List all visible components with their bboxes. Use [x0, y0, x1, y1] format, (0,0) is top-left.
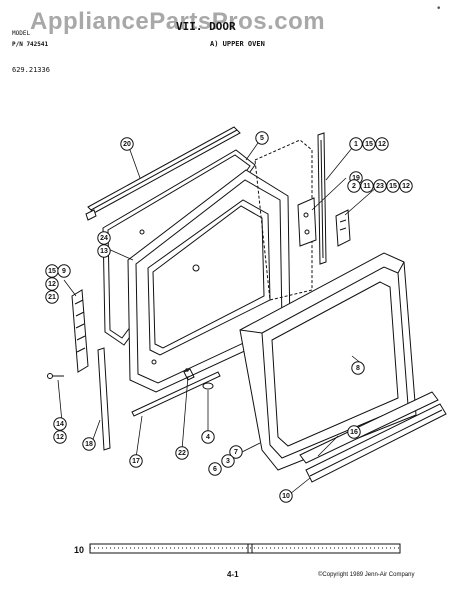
svg-text:14: 14: [56, 421, 64, 428]
latch-bracket: [335, 209, 351, 247]
svg-text:15: 15: [389, 183, 397, 190]
callout-7: 7: [229, 445, 243, 459]
svg-text:9: 9: [62, 268, 66, 275]
callout-14: 14: [53, 417, 67, 431]
callout-2: 2: [347, 179, 361, 193]
svg-text:12: 12: [56, 434, 64, 441]
callout-12: 12: [375, 137, 389, 151]
svg-text:10: 10: [282, 493, 290, 500]
svg-text:1: 1: [354, 141, 358, 148]
callout-12: 12: [45, 277, 59, 291]
svg-text:24: 24: [100, 235, 108, 242]
svg-text:12: 12: [378, 141, 386, 148]
copyright: ©Copyright 1989 Jenn-Air Company: [318, 572, 415, 578]
callout-6: 6: [208, 462, 222, 476]
svg-text:4: 4: [206, 434, 210, 441]
screw: [47, 373, 64, 379]
bottom-trim: [299, 391, 439, 464]
callout-10: 10: [279, 489, 293, 503]
callout-23: 23: [373, 179, 387, 193]
leader-lines: [57, 139, 379, 495]
hinge-rod: [317, 132, 327, 265]
svg-text:20: 20: [123, 141, 131, 148]
svg-text:5: 5: [260, 135, 264, 142]
corner-mark: •: [436, 4, 442, 14]
svg-text:16: 16: [350, 429, 358, 436]
callout-18: 18: [82, 437, 96, 451]
svg-text:2: 2: [352, 183, 356, 190]
svg-text:15: 15: [365, 141, 373, 148]
svg-text:15: 15: [48, 268, 56, 275]
svg-text:12: 12: [402, 183, 410, 190]
top-trim-strip: [85, 126, 241, 221]
left-hinge-channel: [71, 289, 89, 373]
callout-20: 20: [120, 137, 134, 151]
svg-text:19: 19: [352, 175, 360, 182]
svg-text:12: 12: [48, 281, 56, 288]
callout-24: 24: [97, 231, 111, 245]
part-number-line: P/N 742541: [12, 41, 49, 48]
outer-door-frame: [239, 252, 417, 471]
vertical-trim-strip: [97, 347, 111, 451]
door-clip: [183, 368, 195, 381]
svg-text:8: 8: [356, 365, 360, 372]
callout-8: 8: [351, 361, 365, 375]
page-number: 4-1: [227, 570, 239, 579]
callout-9: 9: [57, 264, 71, 278]
callout-4: 4: [201, 430, 215, 444]
callout-12: 12: [53, 430, 67, 444]
svg-text:7: 7: [234, 449, 238, 456]
callouts: 20 5 1 15 12 192 11 23 15 12 24 13 15 9 12 21 8 14 12 18 17 2…: [45, 131, 413, 503]
callout-3: 3: [221, 454, 235, 468]
scale-bar-label: 10: [74, 545, 85, 555]
svg-text:6: 6: [213, 466, 217, 473]
callout-11: 11: [360, 179, 374, 193]
callout-13: 13: [97, 244, 111, 258]
hinge-bracket: [297, 197, 317, 247]
bottom-rod: [131, 371, 221, 417]
catalog-number: 629.21336: [12, 66, 50, 74]
callout-15: 15: [386, 179, 400, 193]
svg-text:21: 21: [48, 294, 56, 301]
callout-15: 15: [45, 264, 59, 278]
callout-1: 1: [349, 137, 363, 151]
section-subtitle: A) UPPER OVEN: [210, 40, 265, 48]
callout-12: 12: [399, 179, 413, 193]
scale-bar: [89, 543, 401, 554]
callout-17: 17: [129, 454, 143, 468]
svg-text:17: 17: [132, 458, 140, 465]
svg-text:23: 23: [376, 183, 384, 190]
callout-22: 22: [175, 446, 189, 460]
callout-5: 5: [255, 131, 269, 145]
svg-text:11: 11: [363, 183, 371, 190]
watermark: AppliancePartsPros.com: [30, 8, 326, 35]
svg-text:13: 13: [100, 248, 108, 255]
svg-text:3: 3: [226, 458, 230, 465]
callout-16: 16: [347, 425, 361, 439]
svg-text:22: 22: [178, 450, 186, 457]
callout-21: 21: [45, 290, 59, 304]
roller: [202, 382, 214, 390]
model-line: MODEL: [12, 30, 31, 37]
section-title: VII. DOOR: [176, 20, 236, 33]
insulation-panel: [254, 139, 313, 301]
callout-15: 15: [362, 137, 376, 151]
svg-text:18: 18: [85, 441, 93, 448]
